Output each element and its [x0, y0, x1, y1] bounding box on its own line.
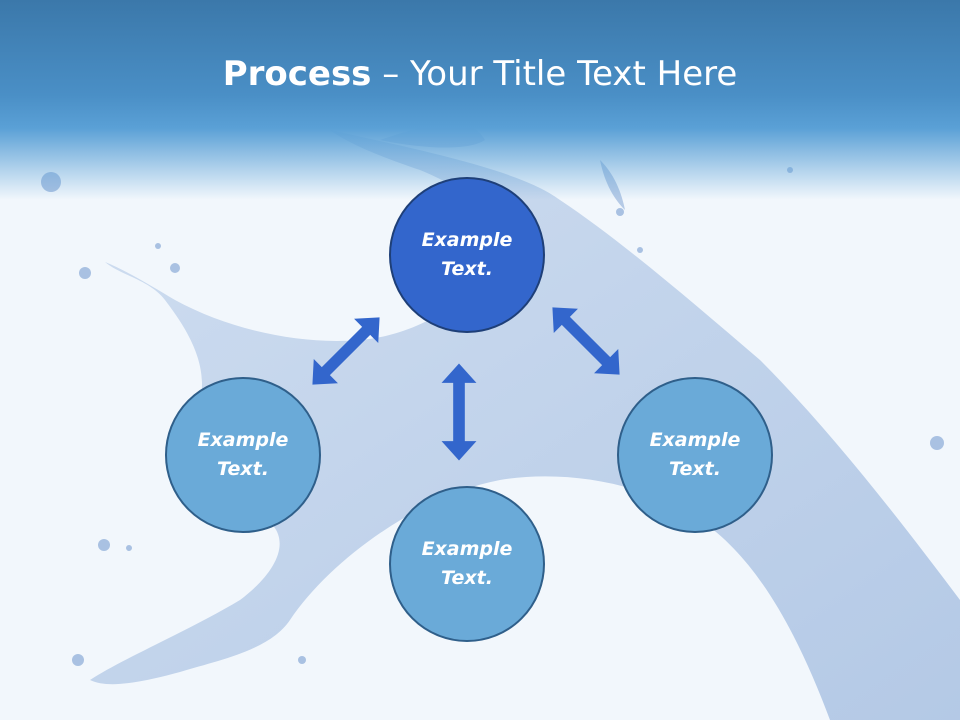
node-label-line1: Example: [649, 429, 741, 451]
node-label-line1: Example: [197, 429, 289, 451]
node-label-line2: Text.: [217, 458, 269, 480]
double-arrow-icon: [441, 363, 477, 461]
double-arrow-icon: [552, 307, 620, 375]
title-bar: [0, 0, 960, 200]
slide-title: Process – Your Title Text Here: [0, 52, 960, 96]
title-rest: – Your Title Text Here: [371, 54, 738, 94]
node-label-line2: Text.: [441, 258, 493, 280]
node-label-line2: Text.: [669, 458, 721, 480]
node-label-line1: Example: [421, 229, 513, 251]
node-label-line2: Text.: [441, 567, 493, 589]
node-label-line1: Example: [421, 538, 513, 560]
title-bold: Process: [222, 54, 372, 94]
double-arrow-icon: [312, 317, 380, 385]
